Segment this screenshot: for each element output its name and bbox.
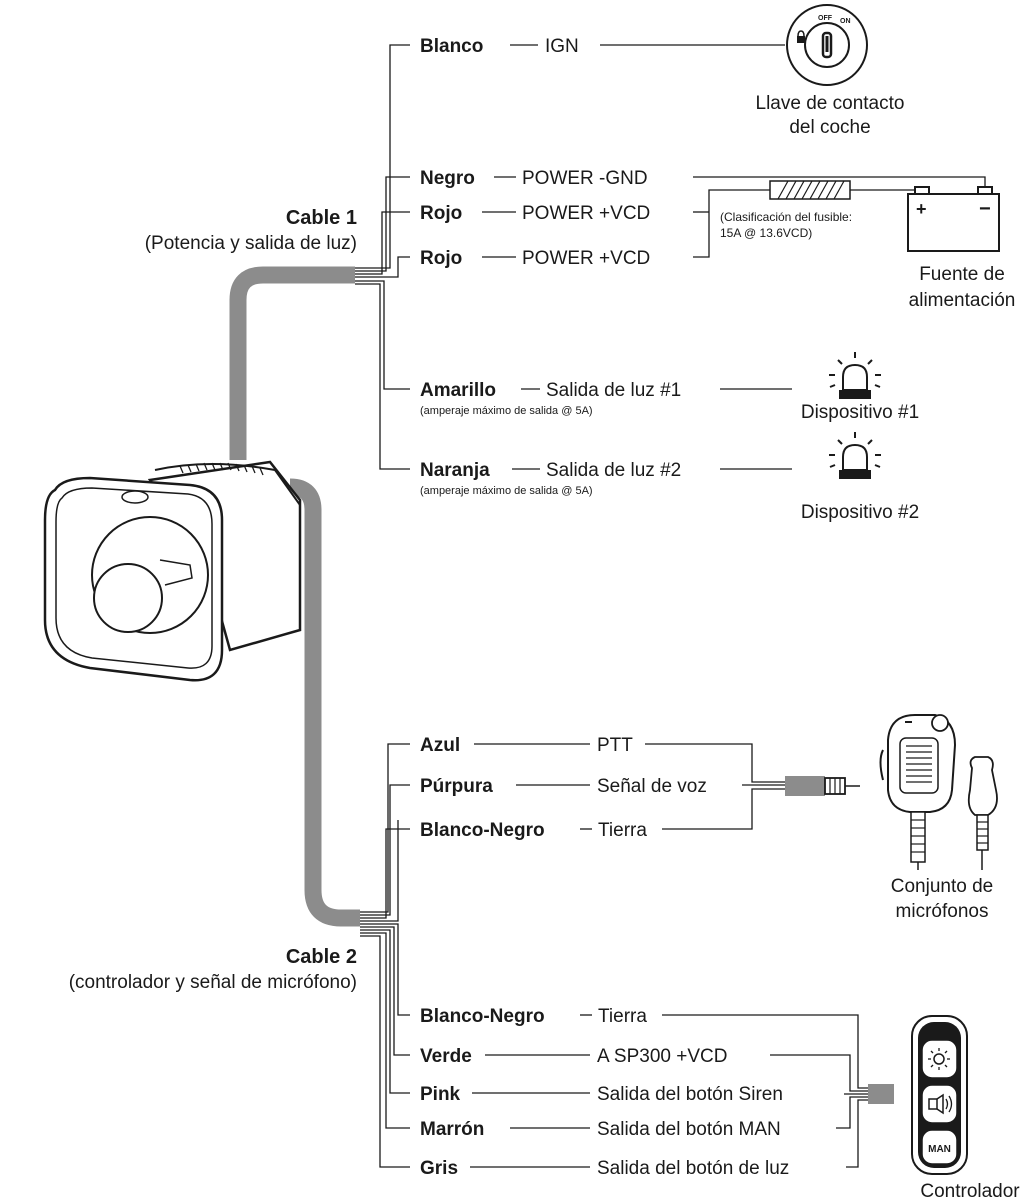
controller-icon: MAN (868, 1015, 968, 1175)
wire-pink-color: Pink (420, 1084, 461, 1105)
wire-blanco-negro-2-signal: Tierra (598, 1006, 647, 1027)
wire-rojo2-color: Rojo (420, 248, 462, 269)
wire-blanco-signal: IGN (545, 36, 579, 57)
battery-plus: + (916, 199, 927, 219)
cable-2-title: Cable 2 (286, 946, 357, 968)
wire-gris-signal: Salida del botón de luz (597, 1158, 789, 1179)
wire-rojo1-color: Rojo (420, 203, 462, 224)
controller-light-button (921, 1039, 958, 1079)
wire-azul-signal: PTT (597, 735, 633, 756)
wire-naranja-signal: Salida de luz #2 (546, 460, 681, 481)
wire-azul-color: Azul (420, 735, 460, 756)
wire-amarillo-color: Amarillo (420, 380, 496, 401)
wire-naranja-note: (amperaje máximo de salida @ 5A) (420, 485, 593, 497)
battery-minus: − (979, 198, 991, 220)
beacon-icon-1 (829, 352, 881, 399)
wire-rojo1-signal: POWER +VCD (522, 203, 650, 224)
battery-label-1: Fuente de (919, 264, 1005, 285)
siren-speaker (43, 266, 360, 927)
ignition-label-1: Llave de contacto (756, 93, 905, 114)
controller-man-button (921, 1129, 958, 1165)
ignition-label-2: del coche (789, 117, 870, 138)
wire-pink-signal: Salida del botón Siren (597, 1084, 783, 1105)
device-2-label: Dispositivo #2 (801, 502, 919, 523)
wire-amarillo-note: (amperaje máximo de salida @ 5A) (420, 405, 593, 417)
ignition-key-icon: OFF ON (786, 4, 868, 86)
speaker-icon (928, 1098, 938, 1110)
beacon-icon-2 (829, 432, 881, 479)
battery-label-2: alimentación (909, 290, 1016, 311)
wire-amarillo-signal: Salida de luz #1 (546, 380, 681, 401)
cable-1-jacket (229, 266, 355, 460)
ignition-off-label: OFF (818, 15, 833, 22)
mic-label-2: micrófonos (896, 901, 989, 922)
microphone-icon (879, 714, 998, 870)
controller-man-label: MAN (928, 1144, 951, 1155)
wire-verde-signal: A SP300 +VCD (597, 1046, 727, 1067)
wire-negro-color: Negro (420, 168, 475, 189)
wire-marron-color: Marrón (420, 1119, 484, 1140)
wire-gris-color: Gris (420, 1158, 458, 1179)
wire-blanco-color: Blanco (420, 36, 483, 57)
fuse-rating-1: (Clasificación del fusible: (720, 210, 852, 224)
cable-2-jacket (289, 478, 360, 927)
wire-naranja-color: Naranja (420, 460, 490, 481)
wire-verde-color: Verde (420, 1046, 472, 1067)
wire-blanco-negro-1-signal: Tierra (598, 820, 647, 841)
fuse-rating-2: 15A @ 13.6VCD) (720, 226, 812, 240)
wire-blanco-negro-1-color: Blanco-Negro (420, 820, 545, 841)
controller-label: Controlador (920, 1181, 1020, 1202)
battery-icon: + − (907, 186, 1000, 252)
mic-label-1: Conjunto de (891, 876, 993, 897)
cable-1-wires (355, 44, 410, 470)
cable-1-subtitle: (Potencia y salida de luz) (145, 233, 357, 254)
wire-purpura-signal: Señal de voz (597, 776, 707, 797)
sun-icon (933, 1053, 945, 1065)
controller-siren-button (921, 1084, 958, 1124)
wire-marron-signal: Salida del botón MAN (597, 1119, 781, 1140)
wire-negro-signal: POWER -GND (522, 168, 648, 189)
fuse-icon (769, 180, 851, 200)
mic-connector-icon (785, 776, 860, 796)
wire-blanco-negro-2-color: Blanco-Negro (420, 1006, 545, 1027)
wire-purpura-color: Púrpura (420, 776, 493, 797)
ignition-on-label: ON (840, 18, 851, 25)
wire-rojo2-signal: POWER +VCD (522, 248, 650, 269)
cable-2-wires (360, 743, 410, 1168)
cable-1-title: Cable 1 (286, 207, 357, 229)
cable-2-subtitle: (controlador y señal de micrófono) (69, 972, 357, 993)
device-1-label: Dispositivo #1 (801, 402, 919, 423)
